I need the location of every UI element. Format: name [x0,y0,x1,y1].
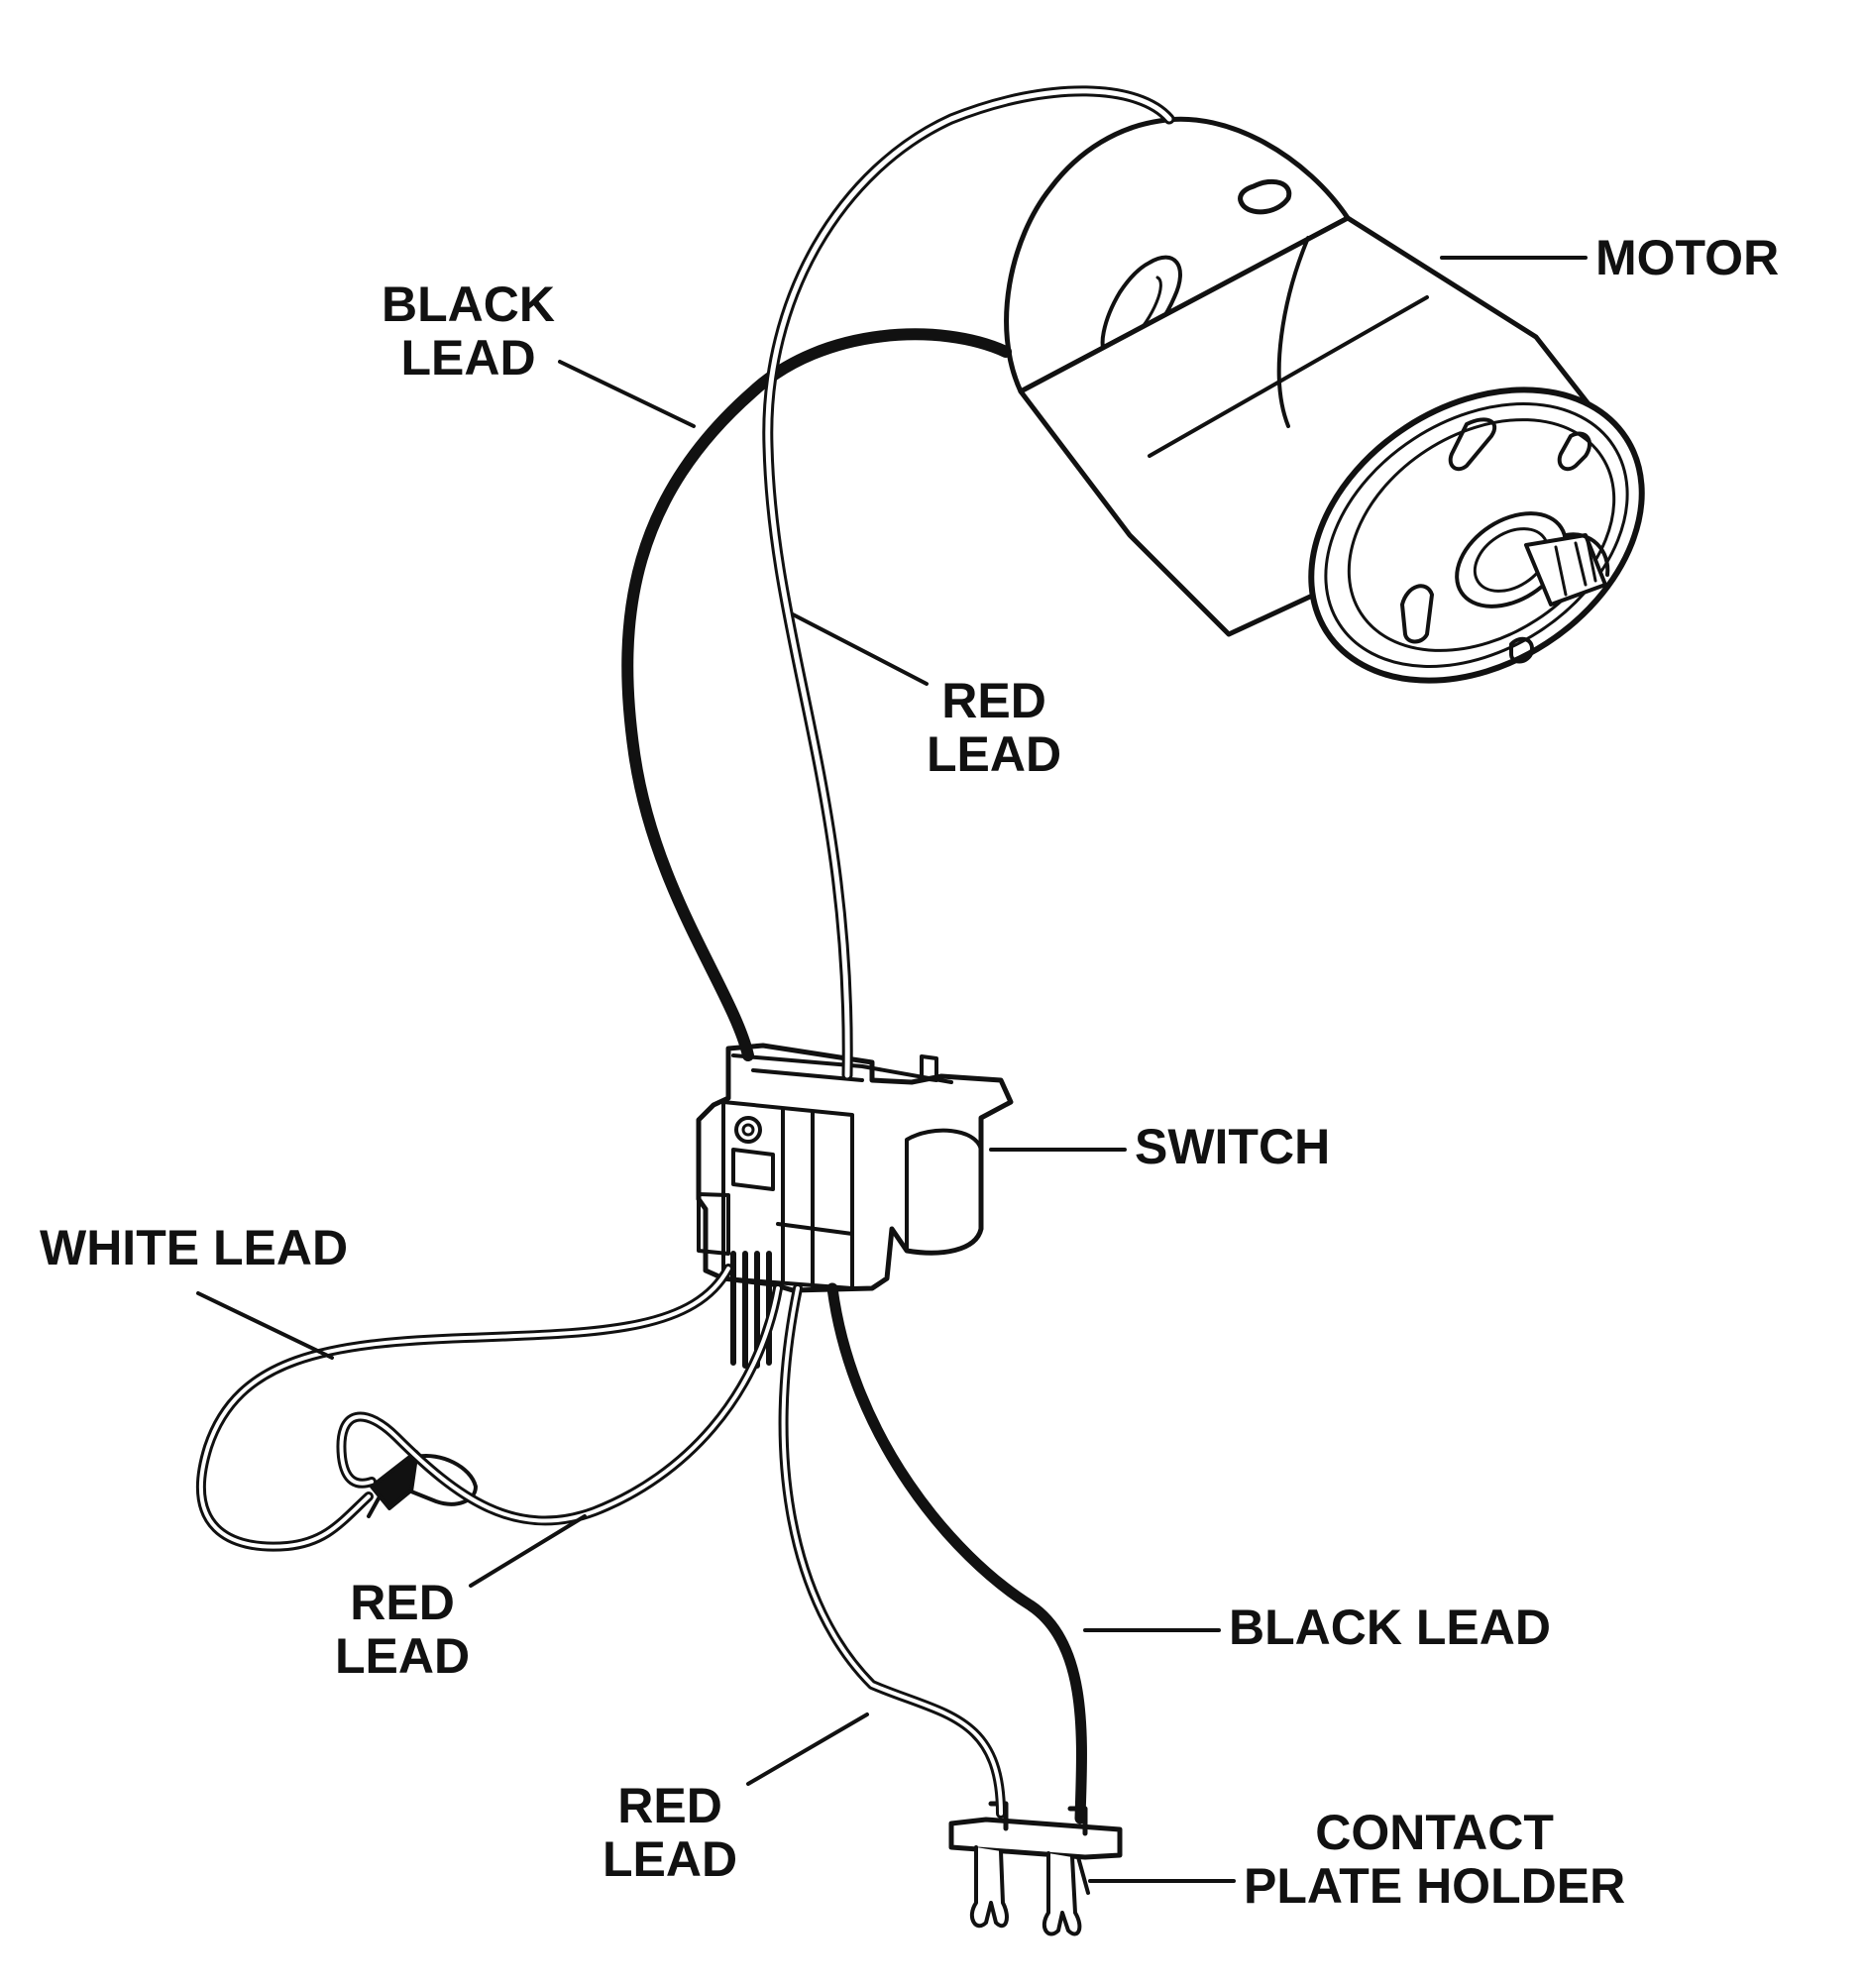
red-lead-bottom-label-line2: LEAD [603,1831,738,1887]
leader-lines [196,256,1588,1883]
red-lead-top-label-line2: LEAD [927,726,1062,782]
motor-drawing [1004,116,1645,684]
contact-plate-holder-drawing [948,1801,1123,1936]
red-lead-left-label: RED LEAD [335,1576,470,1683]
black-lead-top-wire [621,328,1012,1061]
contact-plate-holder-label-line1: CONTACT [1315,1805,1554,1860]
white-lead-label: WHITE LEAD [40,1220,349,1275]
red-lead-bottom-label-line1: RED [617,1778,722,1833]
contact-plate-holder-label: CONTACT PLATE HOLDER [1244,1806,1625,1913]
red-lead-bottom-label: RED LEAD [603,1779,737,1886]
red-lead-left-label-line2: LEAD [335,1628,471,1684]
black-lead-top-label-line1: BLACK [382,276,555,332]
wires [196,85,1175,1824]
black-lead-top-label-line2: LEAD [400,330,536,386]
contact-plate-holder-label-line2: PLATE HOLDER [1244,1858,1626,1914]
black-lead-top-label: BLACK LEAD [382,277,555,385]
motor-label: MOTOR [1595,230,1780,285]
red-lead-left-label-line1: RED [350,1575,455,1630]
switch-label: SWITCH [1135,1119,1331,1174]
red-lead-top-label: RED LEAD [927,674,1061,781]
switch-drawing [696,1043,1014,1369]
black-lead-bottom-label: BLACK LEAD [1229,1600,1551,1655]
black-lead-bottom-wire [826,1282,1087,1824]
red-lead-top-label-line1: RED [941,673,1046,728]
white-lead-wire [196,1264,733,1552]
